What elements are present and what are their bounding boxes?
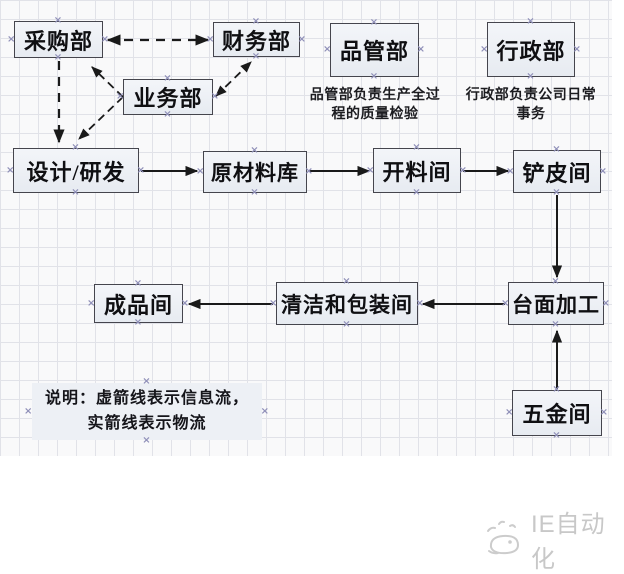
node-finance-dept: 财务部 ×××× [206,17,306,62]
watermark-brand-text: IE自动化 [531,511,606,573]
node-cleaning-packing-room: 清洁和包装间 ×××× [269,277,424,330]
node-admin-dept: 行政部 ×××× [480,17,581,82]
node-business-dept: 业务部 ×××× [116,74,219,120]
node-label: 清洁和包装间 [281,292,413,317]
watermark: IE自动化 [484,504,624,574]
info-arrow-business-purchasing [91,66,124,98]
node-skiving-room: 铲皮间 ×××× [506,145,607,198]
node-label: 财务部 [221,28,291,54]
node-label: 行政部 [496,38,566,64]
legend-line-2: 实箭线表示物流 [87,414,207,432]
admin-dept-caption: 行政部负责公司日常事务 [465,88,597,122]
node-purchasing-dept: 采购部 ×××× [7,16,109,63]
node-hardware-room: 五金间 ×××× [505,385,608,441]
node-finished-goods-room: 成品间 ×××× [87,279,189,328]
info-arrow-business-design [78,96,124,140]
legend-line-1: 说明：虚箭线表示信息流， [44,389,249,407]
node-label: 成品间 [103,292,173,318]
node-label: 采购部 [23,28,93,54]
node-label: 台面加工 [512,292,600,317]
node-cutting-room: 开料间 ×××× [366,143,467,198]
node-label: 业务部 [133,86,203,111]
info-arrow-business-finance [215,61,252,97]
node-label: 铲皮间 [522,160,592,186]
quality-dept-caption: 品管部负责生产全过程的质量检验 [309,88,441,122]
node-tabletop-processing: 台面加工 ×××× [501,277,610,330]
node-label: 设计/研发 [26,159,126,185]
node-quality-dept: 品管部 ×××× [323,18,425,82]
node-raw-material-store: 原材料库 ×××× [196,146,313,198]
node-label: 开料间 [382,159,452,185]
node-label: 品管部 [339,39,409,64]
legend-note-box: 说明：虚箭线表示信息流， 实箭线表示物流 ×××× [24,377,269,446]
node-label: 五金间 [522,402,592,427]
node-label: 原材料库 [211,161,299,185]
node-design-rd: 设计/研发 ×××× [6,143,145,198]
watermark-doodle-icon [484,515,524,564]
